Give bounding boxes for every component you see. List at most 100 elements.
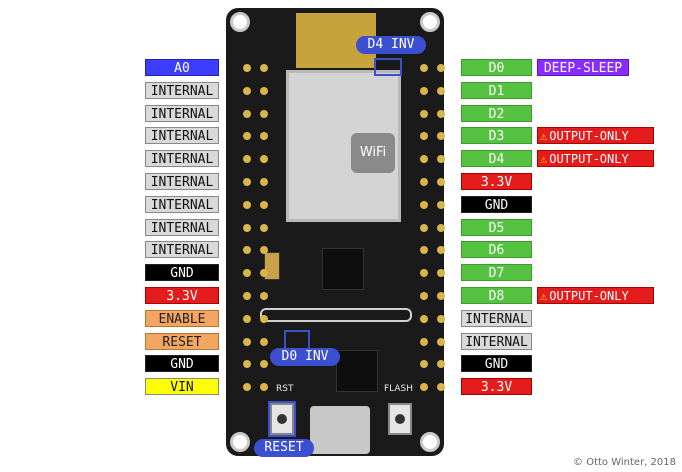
header-pin xyxy=(260,64,268,72)
warning-icon: ⚠ xyxy=(540,152,548,167)
header-pin xyxy=(437,223,445,232)
header-pin xyxy=(260,337,268,346)
header-pin xyxy=(420,292,428,300)
right-pin-label: D6 xyxy=(461,241,532,259)
left-pin-label: INTERNAL xyxy=(145,195,219,213)
header-pin xyxy=(260,109,268,118)
header-pin xyxy=(243,360,251,369)
usb-uart-chip xyxy=(336,350,378,392)
right-pin-label: D3 xyxy=(461,127,532,145)
header-pin xyxy=(420,200,428,209)
right-pin-label: D7 xyxy=(461,264,532,282)
right-pin-label: D2 xyxy=(461,104,532,122)
micro-usb-port xyxy=(310,406,370,454)
left-pin-label: INTERNAL xyxy=(145,104,219,122)
right-pin-label: D8 xyxy=(461,287,532,304)
right-pin-label: 3.3V xyxy=(461,378,532,396)
header-pin xyxy=(437,360,445,369)
header-pin xyxy=(260,86,268,95)
header-pin xyxy=(260,360,268,369)
header-pin xyxy=(437,383,445,392)
nodemcu-board: WiFi RST FLASH xyxy=(226,8,444,456)
header-pin xyxy=(260,223,268,232)
header-pin xyxy=(243,292,251,300)
header-pin xyxy=(437,109,445,118)
header-pin xyxy=(243,337,251,346)
header-pin xyxy=(420,269,428,278)
left-pin-label: INTERNAL xyxy=(145,241,219,259)
flash-button[interactable] xyxy=(388,403,412,435)
header-pin xyxy=(420,109,428,118)
reset-callout: RESET xyxy=(254,439,314,457)
warning-text: OUTPUT-ONLY xyxy=(549,129,629,144)
header-pin xyxy=(260,155,268,164)
header-pin xyxy=(437,200,445,209)
reset-button[interactable] xyxy=(270,403,294,435)
header-pin xyxy=(420,383,428,392)
left-pin-label: GND xyxy=(145,355,219,373)
header-pin xyxy=(260,132,268,141)
voltage-regulator xyxy=(322,248,364,290)
header-pin xyxy=(420,178,428,186)
right-pin-label: 3.3V xyxy=(461,173,532,190)
output-only-warning: ⚠OUTPUT-ONLY xyxy=(537,287,654,304)
left-pin-label: A0 xyxy=(145,59,219,76)
header-pin xyxy=(437,132,445,141)
header-pin xyxy=(260,178,268,186)
warning-text: OUTPUT-ONLY xyxy=(549,289,629,303)
left-pin-label: RESET xyxy=(145,332,219,350)
header-pin xyxy=(420,155,428,164)
header-pin xyxy=(437,337,445,346)
header-pin xyxy=(420,223,428,232)
right-pin-label: D5 xyxy=(461,218,532,236)
pad-row xyxy=(260,308,412,322)
header-pin xyxy=(420,314,428,323)
warning-icon: ⚠ xyxy=(540,289,548,303)
header-pin xyxy=(243,246,251,255)
header-pin xyxy=(243,86,251,95)
d4-inv-callout: D4 INV xyxy=(356,36,426,54)
header-pin xyxy=(437,64,445,72)
header-pin xyxy=(420,246,428,255)
header-pin xyxy=(437,178,445,186)
d4-led-highlight xyxy=(374,58,402,76)
header-pin xyxy=(437,292,445,300)
right-pin-label: GND xyxy=(461,355,532,373)
right-pin-label: INTERNAL xyxy=(461,309,532,327)
deep-sleep-badge: DEEP-SLEEP xyxy=(537,59,629,76)
header-pin xyxy=(260,269,268,278)
output-only-warning: ⚠OUTPUT-ONLY xyxy=(537,150,654,168)
header-pin xyxy=(243,109,251,118)
header-pin xyxy=(243,314,251,323)
flash-silkscreen: FLASH xyxy=(384,384,414,394)
left-pin-label: INTERNAL xyxy=(145,127,219,145)
left-pin-label: ENABLE xyxy=(145,309,219,327)
warning-text: OUTPUT-ONLY xyxy=(549,152,629,167)
mounting-hole xyxy=(230,432,250,452)
mounting-hole xyxy=(230,12,250,32)
header-pin xyxy=(260,292,268,300)
left-pin-label: 3.3V xyxy=(145,287,219,304)
right-pin-label: D1 xyxy=(461,81,532,99)
header-pin xyxy=(437,246,445,255)
d0-led-highlight xyxy=(284,330,310,350)
left-pin-label: INTERNAL xyxy=(145,150,219,168)
header-pin xyxy=(437,86,445,95)
header-pin xyxy=(243,132,251,141)
left-pin-label: INTERNAL xyxy=(145,173,219,190)
reset-button-highlight xyxy=(268,401,296,437)
header-pin xyxy=(260,200,268,209)
header-pin xyxy=(420,132,428,141)
capacitor xyxy=(264,252,280,280)
left-pin-label: VIN xyxy=(145,378,219,396)
right-pin-label: INTERNAL xyxy=(461,332,532,350)
header-pin xyxy=(243,178,251,186)
right-pin-label: D4 xyxy=(461,150,532,168)
mounting-hole xyxy=(420,432,440,452)
d0-inv-callout: D0 INV xyxy=(270,348,340,366)
header-pin xyxy=(420,86,428,95)
warning-icon: ⚠ xyxy=(540,129,548,144)
mounting-hole xyxy=(420,12,440,32)
header-pin xyxy=(260,246,268,255)
header-pin xyxy=(243,155,251,164)
